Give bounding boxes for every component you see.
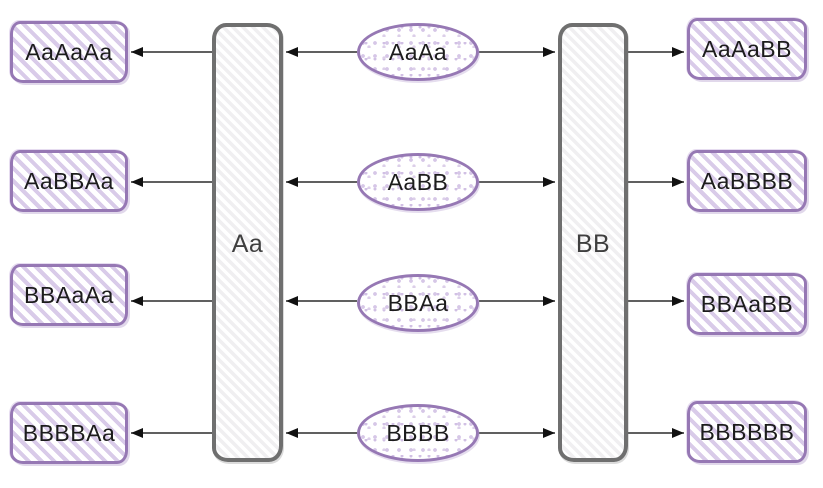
parent-node-left[interactable]: Aa (212, 23, 283, 462)
parent-label: BB (575, 230, 611, 258)
offspring-box-right-row3[interactable]: BBAaBB (687, 273, 807, 335)
parent-node-right[interactable]: BB (558, 23, 628, 462)
offspring-label: BBBBAa (22, 419, 116, 446)
cross-label: AaBB (387, 168, 449, 195)
cross-ellipse-row4[interactable]: BBBB (357, 404, 479, 462)
offspring-label: AaBBBB (700, 167, 794, 194)
offspring-label: BBAaAa (24, 281, 114, 308)
offspring-box-right-row1[interactable]: AaAaBB (687, 18, 807, 80)
parent-label: Aa (231, 230, 264, 258)
offspring-box-left-row2[interactable]: AaBBAa (10, 150, 128, 212)
offspring-label: AaAaAa (25, 38, 113, 65)
offspring-box-left-row3[interactable]: BBAaAa (10, 264, 128, 326)
offspring-label: AaAaBB (702, 35, 792, 62)
offspring-label: BBBBBB (699, 418, 795, 445)
offspring-box-left-row4[interactable]: BBBBAa (10, 402, 128, 464)
cross-label: BBBB (386, 419, 450, 446)
offspring-label: AaBBAa (24, 167, 114, 194)
cross-label: BBAa (387, 289, 449, 316)
cross-label: AaAa (388, 38, 448, 65)
cross-ellipse-row1[interactable]: AaAa (357, 23, 479, 81)
cross-ellipse-row3[interactable]: BBAa (357, 274, 479, 332)
offspring-box-left-row1[interactable]: AaAaAa (10, 21, 128, 83)
offspring-label: BBAaBB (700, 290, 794, 317)
cross-ellipse-row2[interactable]: AaBB (357, 153, 479, 211)
offspring-box-right-row2[interactable]: AaBBBB (687, 150, 807, 212)
offspring-box-right-row4[interactable]: BBBBBB (687, 401, 807, 463)
